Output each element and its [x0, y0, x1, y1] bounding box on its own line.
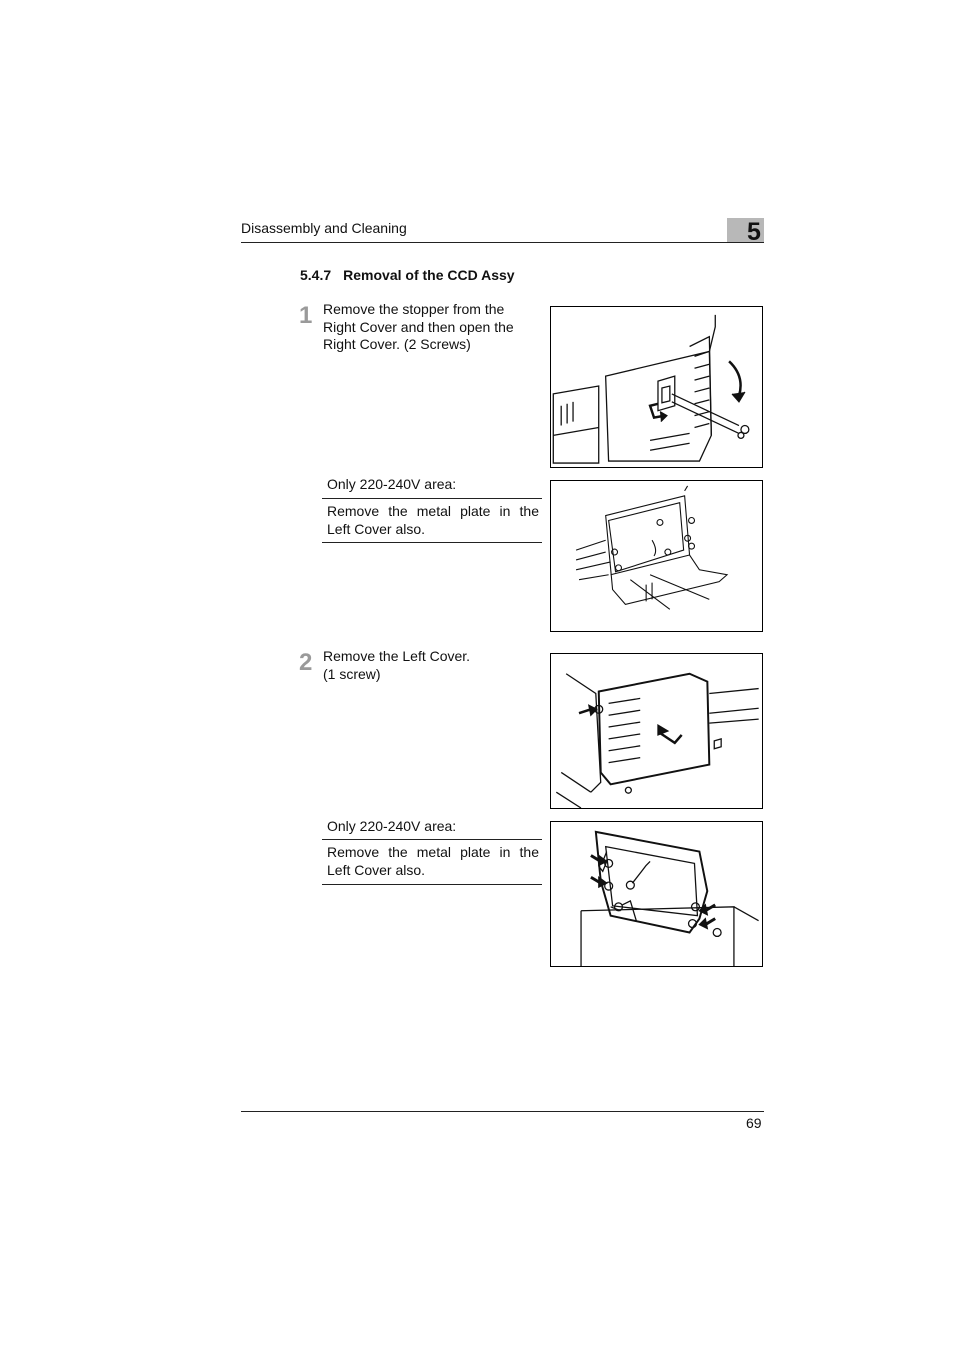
step-2-note-top-rule: [322, 839, 542, 840]
page-number: 69: [746, 1115, 762, 1131]
step-2-text: Remove the Left Cover. (1 screw): [323, 648, 545, 683]
step-1-text: Remove the stopper from the Right Cover …: [323, 301, 545, 354]
section-number: 5.4.7: [300, 267, 332, 283]
step-2-line-1: Remove the Left Cover.: [323, 648, 471, 664]
footer-rule: [241, 1111, 764, 1112]
figure-left-cover-metal-plate: [550, 480, 763, 632]
section-title: 5.4.7 Removal of the CCD Assy: [300, 267, 515, 283]
step-1-number: 1: [299, 302, 313, 329]
step-2-note-label: Only 220-240V area:: [327, 818, 457, 834]
header-rule: [241, 242, 764, 243]
step-1-note-bottom-rule: [322, 542, 542, 543]
figure-right-cover: [550, 306, 763, 468]
figure-metal-plate-screws: [550, 821, 763, 967]
step-1-note-top-rule: [322, 498, 542, 499]
step-1-line-2: Right Cover and then open the: [323, 318, 514, 335]
running-header-title: Disassembly and Cleaning: [241, 220, 407, 236]
figure-left-cover-removal: [550, 653, 763, 809]
step-2-note-text: Remove the metal plate in the Left Cover…: [327, 844, 539, 878]
chapter-tab: [727, 218, 764, 242]
chapter-number: 5: [747, 218, 761, 246]
step-1-line-3: Right Cover. (2 Screws): [323, 336, 471, 352]
step-2-line-2: (1 screw): [323, 665, 381, 682]
section-title-text: Removal of the CCD Assy: [343, 267, 515, 283]
step-1-note-text: Remove the metal plate in the Left Cover…: [327, 503, 539, 537]
step-2-number: 2: [299, 649, 313, 676]
step-1-line-1: Remove the stopper from the: [323, 301, 505, 317]
step-2-note-bottom-rule: [322, 884, 542, 885]
step-1-note-label: Only 220-240V area:: [327, 476, 457, 492]
